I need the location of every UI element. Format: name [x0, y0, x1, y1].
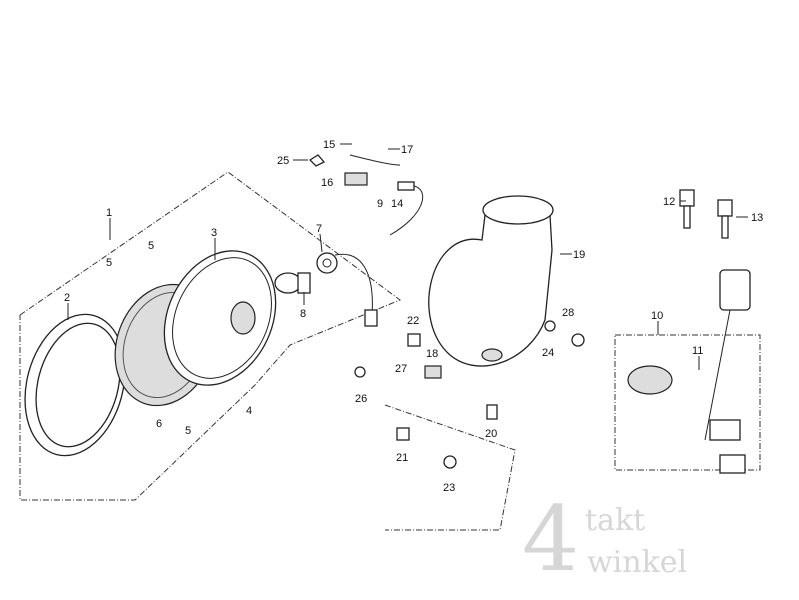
callout-21: 21 [396, 452, 408, 464]
headlight-case [428, 195, 554, 367]
callout-6: 6 [156, 418, 162, 430]
group-outline-connectors [384, 404, 516, 531]
callout-15: 15 [323, 139, 335, 151]
callout-9: 9 [377, 198, 383, 210]
grommet-24 [544, 320, 556, 332]
callout-24: 24 [542, 347, 554, 359]
callout-8: 8 [300, 308, 306, 320]
callout-4: 4 [246, 405, 252, 417]
callout-23: 23 [443, 482, 455, 494]
callout-14: 14 [391, 198, 403, 210]
nut-22 [407, 333, 421, 347]
group-outline-ignition-switch [614, 334, 761, 471]
callout-1: 1 [106, 207, 112, 219]
callout-10: 10 [651, 310, 663, 322]
headlight-bulb [274, 272, 311, 294]
headlight-rim [24, 313, 126, 457]
svg-text:takt: takt [585, 503, 645, 538]
callout-27: 27 [395, 363, 407, 375]
callout-7: 7 [316, 223, 322, 235]
callout-22: 22 [407, 315, 419, 327]
callout-2: 2 [64, 292, 70, 304]
callout-5c: 5 [185, 425, 191, 437]
callout-18: 18 [426, 348, 438, 360]
callout-17: 17 [401, 144, 413, 156]
bolt-28 [571, 333, 585, 347]
ignition-key-spare [717, 199, 733, 239]
callout-5b: 5 [106, 257, 112, 269]
callout-5a: 5 [148, 240, 154, 252]
callout-13: 13 [751, 212, 763, 224]
clip-20 [486, 404, 498, 420]
mounting-ring [163, 250, 277, 386]
callout-28: 28 [562, 307, 574, 319]
ignition-key [679, 189, 695, 229]
wiring-harness-top [308, 154, 424, 236]
callout-12: 12 [663, 196, 675, 208]
relay [424, 365, 442, 379]
svg-text:winkel: winkel [587, 545, 687, 580]
watermark-logo: 4 takt winkel [522, 487, 687, 592]
bulb-socket [316, 252, 378, 327]
callout-11: 11 [692, 345, 703, 357]
callout-3: 3 [211, 227, 217, 239]
leader-lines [67, 143, 748, 370]
group-outline-headlight-assembly [19, 171, 402, 501]
callout-19: 19 [573, 249, 585, 261]
ignition-switch [627, 269, 751, 474]
nut-21 [396, 427, 410, 441]
callout-16: 16 [321, 177, 333, 189]
connector-23 [443, 455, 457, 469]
svg-text:4: 4 [522, 487, 579, 592]
callout-labels: 1 2 3 4 5 5 5 6 7 8 9 10 11 12 13 14 15 … [64, 139, 763, 494]
callout-25: 25 [277, 155, 289, 167]
callout-20: 20 [485, 428, 497, 440]
bolt-26 [354, 366, 366, 378]
callout-26: 26 [355, 393, 367, 405]
